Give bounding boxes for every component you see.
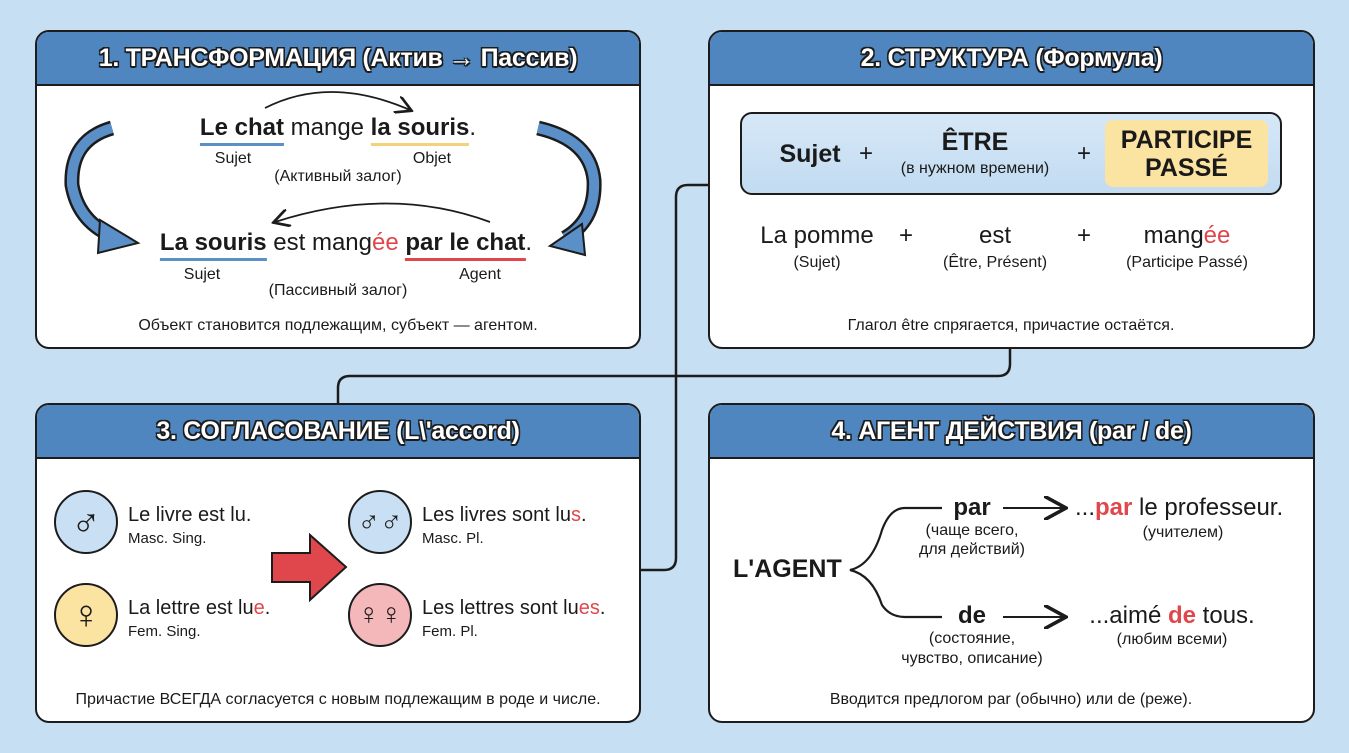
active-verb: mange <box>283 114 371 141</box>
active-sentence: Le chat mange la souris. <box>199 114 477 146</box>
agreement-note: Fem. Sing. <box>128 623 201 640</box>
agreement-example: Le livre est lu. <box>128 504 251 527</box>
formula-etre: ÊTRE <box>941 128 1009 156</box>
participle-ending: ée <box>1203 222 1231 249</box>
par-ex-prep: par <box>1095 494 1133 521</box>
de-ex-pre: ...aimé <box>1089 602 1168 629</box>
par-example: ...par le professeur. <box>1075 494 1283 522</box>
participle-stem: mang <box>1143 222 1204 249</box>
agreement-note: Masc. Pl. <box>422 530 484 547</box>
panel-title: 2. СТРУКТУРА (Формула) <box>860 43 1163 72</box>
panel-title: 1. ТРАНСФОРМАЦИЯ (Актив → Пассив) <box>98 43 578 72</box>
label-active-voice: (Активный залог) <box>274 168 402 185</box>
pp-line-2: PASSÉ <box>1145 153 1228 182</box>
active-object: la souris <box>370 114 470 146</box>
panel-agreement: 3. СОГЛАСОВАНИЕ (L\'accord) <box>35 403 641 723</box>
example-text: Le livre est lu. <box>128 504 252 526</box>
example-text: Les lettres sont lu <box>422 597 579 619</box>
de-example: ...aimé de tous. <box>1089 602 1254 630</box>
example-plus-1: + <box>898 222 914 249</box>
par-note-1: (чаще всего, <box>925 522 1019 539</box>
male-symbol-icon: ♂ <box>54 490 118 554</box>
formula-plus-1: + <box>858 140 874 167</box>
male-symbol-icon: ♂♂ <box>348 490 412 554</box>
passive-agent: par le chat <box>405 229 526 261</box>
par-note-2: для действий) <box>919 541 1025 558</box>
panel3-footer: Причастие ВСЕГДА согласуется с новым под… <box>75 691 601 708</box>
example-verb-note: (Être, Présent) <box>942 254 1048 271</box>
example-text: Les livres sont lu <box>422 504 571 526</box>
formula-participe-passe: PARTICIPE PASSÉ <box>1105 120 1268 187</box>
formula-etre-note: (в нужном времени) <box>900 160 1050 177</box>
example-end: . <box>599 597 606 619</box>
panel-header: 1. ТРАНСФОРМАЦИЯ (Актив → Пассив) <box>37 32 639 86</box>
formula-subject: Sujet <box>779 140 841 168</box>
formula-plus-2: + <box>1076 140 1092 167</box>
example-ending: s <box>570 504 581 526</box>
agreement-example: Les livres sont lus. <box>422 504 587 527</box>
passive-ending: ée <box>372 229 399 256</box>
panel-agent: 4. АГЕНТ ДЕЙСТВИЯ (par / de) <box>708 403 1315 723</box>
de-note-2: чувство, описание) <box>901 650 1043 667</box>
passive-verb: est mang <box>266 229 372 256</box>
prep-par: par <box>953 494 991 521</box>
example-participle-note: (Participe Passé) <box>1126 254 1248 271</box>
label-agent: Agent <box>459 266 501 283</box>
panel-title: 4. АГЕНТ ДЕЙСТВИЯ (par / de) <box>831 416 1192 445</box>
label-sujet-passive: Sujet <box>183 266 221 283</box>
panel-transformation: 1. ТРАНСФОРМАЦИЯ (Актив → Пассив) <box>35 30 641 349</box>
example-verb: est <box>978 222 1012 249</box>
panel2-footer: Глагол être спрягается, причастие остаёт… <box>847 317 1175 334</box>
panel-header: 4. АГЕНТ ДЕЙСТВИЯ (par / de) <box>710 405 1313 459</box>
par-ex-pre: ... <box>1075 494 1096 521</box>
label-objet: Objet <box>412 150 452 167</box>
panel-title: 3. СОГЛАСОВАНИЕ (L\'accord) <box>156 416 520 445</box>
agreement-note: Fem. Pl. <box>422 623 478 640</box>
passive-sentence: La souris est mangée par le chat. <box>159 229 533 261</box>
de-translation: (любим всеми) <box>1116 631 1228 648</box>
active-end: . <box>469 114 477 141</box>
agreement-example: La lettre est lue. <box>128 597 270 620</box>
active-subject: Le chat <box>199 114 284 146</box>
prep-de: de <box>957 602 987 629</box>
female-symbol-icon: ♀ <box>54 583 118 647</box>
de-note-1: (состояние, <box>928 630 1016 647</box>
panel-header: 3. СОГЛАСОВАНИЕ (L\'accord) <box>37 405 639 459</box>
example-participle: mangée <box>1144 222 1231 250</box>
passive-subject: La souris <box>159 229 267 261</box>
panel4-footer: Вводится предлогом par (обычно) или de (… <box>829 691 1193 708</box>
de-ex-prep: de <box>1167 602 1197 629</box>
agreement-note: Masc. Sing. <box>128 530 207 547</box>
example-end: . <box>264 597 271 619</box>
label-sujet: Sujet <box>214 150 252 167</box>
panel-header: 2. СТРУКТУРА (Формула) <box>710 32 1313 86</box>
example-subject-note: (Sujet) <box>793 254 841 271</box>
example-text: La lettre est lu <box>128 597 254 619</box>
de-ex-post: tous. <box>1196 602 1255 629</box>
panel1-footer: Объект становится подлежащим, субъект — … <box>138 317 538 334</box>
example-plus-2: + <box>1076 222 1092 249</box>
example-ending: e <box>253 597 265 619</box>
female-symbol-icon: ♀♀ <box>348 583 412 647</box>
example-ending: es <box>578 597 600 619</box>
agent-root: L'AGENT <box>733 555 842 583</box>
passive-end: . <box>525 229 533 256</box>
par-ex-post: le professeur. <box>1132 494 1284 521</box>
par-translation: (учителем) <box>1142 524 1224 541</box>
label-passive-voice: (Пассивный залог) <box>268 282 408 299</box>
agreement-example: Les lettres sont lues. <box>422 597 605 620</box>
example-end: . <box>580 504 587 526</box>
pp-line-1: PARTICIPE <box>1120 125 1253 154</box>
example-subject: La pomme <box>760 222 874 249</box>
